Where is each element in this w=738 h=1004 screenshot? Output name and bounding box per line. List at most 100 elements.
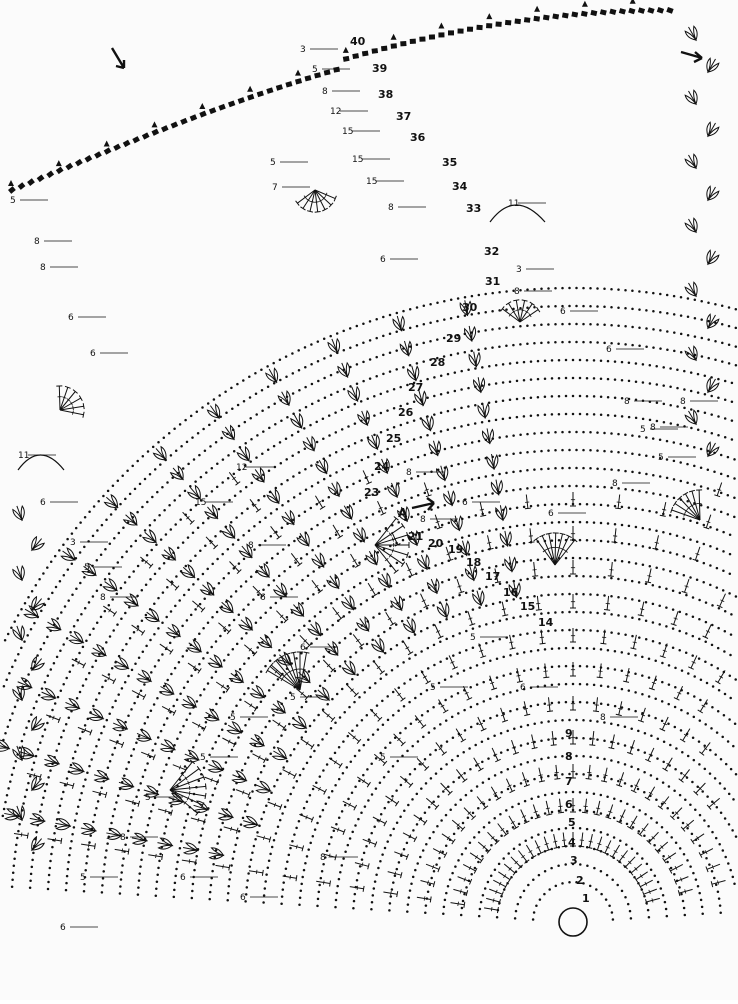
leaf-cluster-icon <box>93 770 111 785</box>
stitch-count: 11 <box>508 199 519 209</box>
leaf-cluster-icon <box>12 504 27 522</box>
stitch-count: 5 <box>312 65 318 75</box>
row-number: 32 <box>484 245 499 258</box>
leaf-cluster-icon <box>426 577 442 595</box>
stitch-count: 8 <box>248 541 254 551</box>
stitch-count: 8 <box>320 853 326 863</box>
stitch-count: 5 <box>10 196 16 206</box>
row-number: 6 <box>565 798 573 811</box>
leaf-cluster-icon <box>684 280 701 298</box>
row-number: 5 <box>568 816 576 829</box>
leaf-cluster-icon <box>468 351 481 368</box>
leaf-cluster-icon <box>402 617 419 635</box>
leaf-cluster-icon <box>221 523 239 541</box>
row-number: 18 <box>466 556 481 569</box>
stitch-count: 8 <box>388 203 394 213</box>
leaf-cluster-icon <box>87 708 105 724</box>
stitch-count: 8 <box>420 515 426 525</box>
leaf-cluster-icon <box>314 686 332 704</box>
leaf-cluster-icon <box>703 312 720 330</box>
leaf-cluster-icon <box>135 728 153 744</box>
leaf-cluster-icon <box>355 615 373 634</box>
stitch-count: 8 <box>100 593 106 603</box>
leaf-cluster-icon <box>160 546 178 564</box>
row-number: 38 <box>378 88 393 101</box>
leaf-cluster-icon <box>180 563 198 581</box>
leaf-cluster-icon <box>482 427 495 444</box>
stitch-count: 5 <box>200 753 206 763</box>
leaf-cluster-icon <box>337 361 353 379</box>
row-number: 26 <box>398 406 414 419</box>
leaf-cluster-icon <box>111 718 129 734</box>
leaf-cluster-icon <box>436 464 451 481</box>
stitch-count: 15 <box>366 177 377 187</box>
leaf-cluster-icon <box>249 684 268 702</box>
row-number: 33 <box>466 202 481 215</box>
stitch-count: 8 <box>406 468 412 478</box>
stitch-count: 6 <box>548 509 554 519</box>
leaf-cluster-icon <box>386 481 402 499</box>
row-number: 29 <box>446 332 461 345</box>
leaf-cluster-icon <box>450 514 465 531</box>
leaf-cluster-icon <box>504 556 517 573</box>
arrow-icon <box>681 52 702 62</box>
stitch-count: 5 <box>640 425 646 435</box>
leaf-cluster-icon <box>703 440 720 458</box>
leaf-cluster-icon <box>59 547 78 565</box>
stitch-count: 8 <box>600 713 606 723</box>
stitch-count: 8 <box>624 397 630 407</box>
leaf-cluster-icon <box>257 633 275 651</box>
leaf-cluster-icon <box>277 389 294 407</box>
leaf-cluster-icon <box>230 770 248 786</box>
row-number: 15 <box>520 600 535 613</box>
arrow-icon <box>112 48 124 68</box>
leaf-cluster-icon <box>29 813 46 827</box>
row-number: 39 <box>372 62 387 75</box>
stitch-count: 6 <box>40 498 46 508</box>
leaf-cluster-icon <box>302 435 319 453</box>
stitch-count: 5 <box>270 158 276 168</box>
leaf-cluster-icon <box>217 808 235 823</box>
leaf-cluster-icon <box>703 56 720 74</box>
stitch-count: 6 <box>462 498 468 508</box>
stitch-count: 8 <box>120 833 126 843</box>
leaf-cluster-icon <box>266 488 284 507</box>
leaf-cluster-icon <box>340 594 358 613</box>
leaf-cluster-icon <box>28 715 46 733</box>
row-number: 14 <box>538 616 554 629</box>
stitch-count: 5 <box>230 713 236 723</box>
stitch-count: 6 <box>60 923 66 933</box>
leaf-cluster-icon <box>152 445 170 463</box>
leaf-cluster-icon <box>28 535 46 553</box>
row-number: 8 <box>565 750 573 763</box>
stitch-count: 8 <box>680 397 686 407</box>
leaf-cluster-icon <box>80 823 97 837</box>
border-scallop-layer <box>8 0 674 470</box>
leaf-cluster-icon <box>143 608 162 626</box>
leaf-cluster-icon <box>12 564 27 582</box>
leaf-cluster-icon <box>248 733 266 750</box>
leaf-cluster-icon <box>684 152 701 170</box>
leaf-cluster-icon <box>45 617 63 634</box>
row-numbers-layer: 4039383736353433323130292827262524232120… <box>350 35 590 905</box>
stitch-count: 6 <box>300 643 306 653</box>
stitch-count: 6 <box>240 893 246 903</box>
row-number: 2 <box>576 874 584 887</box>
row-number: 9 <box>565 727 573 740</box>
row-number: 19 <box>448 543 463 556</box>
leaf-cluster-icon <box>158 682 176 699</box>
leaf-cluster-icon <box>703 120 720 138</box>
stitch-count: 6 <box>606 345 612 355</box>
row-number: 21 <box>408 530 423 543</box>
stitch-count: 6 <box>68 313 74 323</box>
leaf-cluster-icon <box>251 466 269 485</box>
stitch-count: 5 <box>658 453 664 463</box>
stitch-count: 5 <box>290 693 296 703</box>
leaf-cluster-icon <box>684 216 701 234</box>
leaf-cluster-icon <box>255 562 273 580</box>
leaf-cluster-icon <box>428 439 443 456</box>
stitch-count: 3 <box>516 265 522 275</box>
stitch-count: 5 <box>380 753 386 763</box>
row-number: 31 <box>485 275 500 288</box>
